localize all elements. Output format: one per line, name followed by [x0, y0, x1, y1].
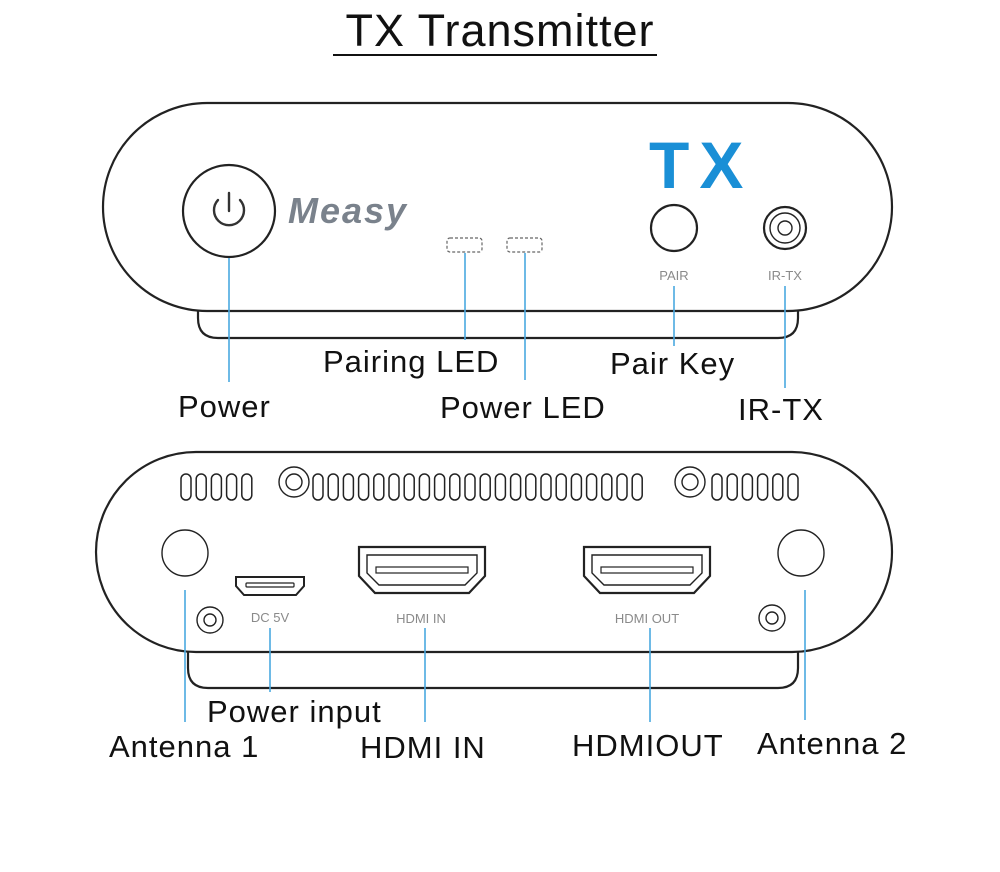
screw-bottom-right — [758, 604, 786, 632]
screw-bottom-left — [196, 606, 224, 634]
vent-slot — [403, 473, 415, 501]
page-title: TX Transmitter — [345, 5, 655, 56]
dc-silkscreen: DC 5V — [251, 610, 290, 625]
hdmi-in-port[interactable] — [357, 545, 487, 595]
ir-tx-silkscreen: IR-TX — [768, 268, 802, 283]
vent-slot — [711, 473, 723, 501]
vent-slot — [180, 473, 192, 501]
antenna-2-port[interactable] — [777, 529, 825, 577]
vent-slot — [388, 473, 400, 501]
vent-slot — [570, 473, 583, 501]
hdmi-out-port[interactable] — [582, 545, 712, 595]
vent-slot — [225, 473, 238, 501]
vent-slot — [327, 473, 339, 501]
vent-slot — [357, 473, 370, 501]
vent-slot — [525, 473, 537, 501]
front-panel: Measy TX PAIR IR-TX — [101, 101, 894, 340]
vent-slot — [555, 473, 567, 501]
title-underline — [333, 54, 657, 56]
callout-pairing-led: Pairing LED — [323, 344, 499, 379]
callout-antenna-2: Antenna 2 — [757, 726, 907, 761]
front-callouts: Pairing LED Pair Key Power Power LED IR-… — [178, 344, 824, 427]
vent-slot — [509, 473, 522, 501]
callout-power-input: Power input — [207, 694, 382, 729]
vent-slot — [494, 473, 507, 501]
callout-power-led: Power LED — [440, 390, 606, 425]
vent-slot — [210, 473, 223, 501]
callout-hdmi-in: HDMI IN — [360, 730, 486, 765]
pairing-led — [446, 237, 483, 253]
vent-slot — [631, 473, 643, 501]
screw-top-right — [674, 466, 706, 498]
vent-slot — [726, 473, 738, 501]
vent-slots — [180, 473, 799, 501]
vent-slot — [741, 473, 754, 501]
callout-antenna-1: Antenna 1 — [109, 729, 259, 764]
vent-slot — [418, 473, 431, 501]
ir-tx-jack[interactable] — [762, 205, 808, 251]
callout-power: Power — [178, 389, 271, 424]
vent-slot — [756, 473, 769, 501]
screw-top-left — [278, 466, 310, 498]
pair-silkscreen: PAIR — [659, 268, 688, 283]
vent-slot — [540, 473, 552, 501]
hdmi-in-silkscreen: HDMI IN — [396, 611, 446, 626]
vent-slot — [601, 473, 613, 501]
power-led — [506, 237, 543, 253]
dc-power-port[interactable] — [235, 576, 305, 596]
model-badge: TX — [649, 128, 753, 202]
vent-slot — [373, 473, 385, 501]
front-leaders — [228, 253, 786, 388]
front-body — [101, 101, 894, 313]
callout-hdmi-out: HDMIOUT — [572, 728, 724, 763]
vent-slot — [449, 473, 461, 501]
hdmi-out-silkscreen: HDMI OUT — [615, 611, 679, 626]
power-button[interactable] — [181, 163, 277, 259]
power-icon — [212, 191, 246, 227]
vent-slot — [195, 473, 207, 501]
callout-pair-key: Pair Key — [610, 346, 735, 381]
vent-slot — [616, 473, 628, 501]
callout-ir-tx: IR-TX — [738, 392, 824, 427]
vent-slot — [585, 473, 598, 501]
brand-logo: Measy — [288, 190, 408, 231]
vent-slot — [464, 473, 476, 501]
vent-slot — [342, 473, 355, 501]
vent-slot — [772, 473, 784, 501]
vent-slot — [241, 473, 253, 501]
vent-slot — [312, 473, 324, 501]
vent-slot — [787, 473, 799, 501]
antenna-1-port[interactable] — [161, 529, 209, 577]
rear-panel: DC 5V HDMI IN HDMI OUT — [94, 450, 894, 690]
rear-body — [94, 450, 894, 654]
pair-key[interactable] — [649, 203, 699, 253]
rear-callouts: Power input Antenna 1 HDMI IN HDMIOUT An… — [109, 694, 907, 765]
rear-leaders — [184, 590, 806, 722]
vent-slot — [433, 473, 446, 501]
vent-slot — [479, 473, 491, 501]
